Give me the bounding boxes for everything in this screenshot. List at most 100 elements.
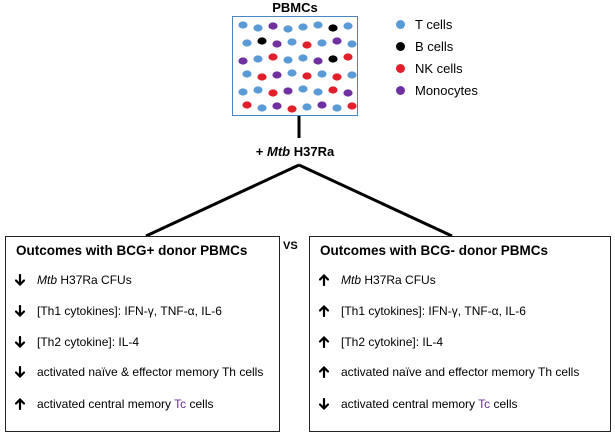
cell-dot [287, 69, 297, 77]
cell-dot [257, 37, 267, 45]
cell-dot [253, 86, 263, 94]
cell-dot [332, 104, 342, 112]
arrow-up-icon [319, 305, 329, 317]
monocyte-dot-icon [396, 85, 405, 95]
cell-scatter [238, 21, 357, 113]
branch-line-left [145, 163, 300, 238]
cell-dot [302, 41, 312, 49]
cell-dot [268, 22, 278, 30]
cell-dot [238, 88, 248, 96]
cell-dot [328, 55, 338, 63]
outcome-text: activated naïve and effector memory Th c… [341, 365, 580, 379]
cell-legend: T cells B cells NK cells Monocytes [396, 13, 478, 101]
arrow-down-icon [15, 274, 25, 286]
legend-item-nk-cells: NK cells [396, 57, 478, 79]
cell-dot [313, 88, 323, 96]
b-cell-dot-icon [396, 41, 405, 51]
arrow-up-icon [319, 274, 329, 286]
pbmc-title: PBMCs [272, 0, 318, 15]
cell-dot [347, 40, 357, 48]
cell-dot [317, 39, 327, 47]
outcome-text: [Th1 cytokines]: IFN-γ, TNF-α, IL-6 [341, 304, 526, 318]
outcome-row: [Th1 cytokines]: IFN-γ, TNF-α, IL-6 [15, 304, 222, 318]
cell-dot [317, 70, 327, 78]
arrow-down-icon [319, 398, 329, 410]
arrow-down-icon [15, 305, 25, 317]
cell-dot [283, 87, 293, 95]
cell-dot [272, 40, 282, 48]
pbmc-cell-box [232, 16, 358, 116]
cell-dot [313, 57, 323, 65]
outcome-text: Mtb H37Ra CFUs [37, 273, 132, 287]
cell-dot [287, 105, 297, 113]
cell-dot [283, 56, 293, 64]
panel-bcg-positive: Outcomes with BCG+ donor PBMCs Mtb H37Ra… [5, 236, 280, 432]
arrow-up-icon [319, 366, 329, 378]
cell-dot [257, 104, 267, 112]
legend-label: NK cells [415, 60, 463, 76]
cell-dot [347, 71, 357, 79]
arrow-down-icon [15, 336, 25, 348]
cell-dot [313, 21, 323, 29]
cell-dot [242, 101, 252, 109]
outcome-text: [Th2 cytokine]: IL-4 [341, 335, 444, 349]
cell-dot [302, 103, 312, 111]
cell-dot [343, 53, 353, 61]
outcome-text: activated naïve & effector memory Th cel… [37, 365, 264, 379]
outcome-text: activated central memory Tc cells [37, 397, 214, 411]
cell-dot [283, 25, 293, 33]
outcome-row: activated central memory Tc cells [319, 397, 518, 411]
panel-title: Outcomes with BCG+ donor PBMCs [16, 243, 248, 258]
cell-dot [347, 102, 357, 110]
cell-dot [238, 21, 248, 29]
cell-dot [287, 38, 297, 46]
panel-bcg-negative: Outcomes with BCG- donor PBMCs Mtb H37Ra… [309, 236, 611, 432]
cell-dot [242, 70, 252, 78]
branch-line-right [298, 163, 453, 238]
outcome-row: [Th2 cytokine]: IL-4 [319, 335, 443, 349]
outcome-row: Mtb H37Ra CFUs [15, 273, 132, 287]
outcome-row: activated naïve and effector memory Th c… [319, 365, 579, 379]
nk-cell-dot-icon [396, 63, 405, 73]
cell-dot [343, 89, 353, 97]
legend-label: T cells [415, 16, 453, 32]
t-cell-dot-icon [396, 19, 405, 29]
arrow-up-icon [319, 336, 329, 348]
outcome-text: [Th1 cytokines]: IFN-γ, TNF-α, IL-6 [37, 304, 222, 318]
cell-dot [257, 73, 267, 81]
panel-title: Outcomes with BCG- donor PBMCs [320, 243, 549, 258]
cell-dot [253, 24, 263, 32]
cell-dot [317, 101, 327, 109]
outcome-row: [Th1 cytokines]: IFN-γ, TNF-α, IL-6 [319, 304, 526, 318]
outcome-text: [Th2 cytokine]: IL-4 [37, 335, 140, 349]
cell-dot [343, 22, 353, 30]
cell-dot [268, 53, 278, 61]
cell-dot [332, 73, 342, 81]
legend-item-b-cells: B cells [396, 35, 478, 57]
outcome-text: activated central memory Tc cells [341, 397, 518, 411]
cell-dot [332, 37, 342, 45]
legend-item-monocytes: Monocytes [396, 79, 478, 101]
outcome-row: Mtb H37Ra CFUs [319, 273, 436, 287]
cell-dot [298, 23, 308, 31]
cell-dot [328, 86, 338, 94]
cell-dot [242, 39, 252, 47]
outcome-row: activated naïve & effector memory Th cel… [15, 365, 263, 379]
cell-dot [268, 89, 278, 97]
cell-dot [272, 102, 282, 110]
cell-dot [328, 24, 338, 32]
cell-dot [253, 55, 263, 63]
outcome-row: activated central memory Tc cells [15, 397, 214, 411]
arrow-up-icon [15, 398, 25, 410]
outcome-row: [Th2 cytokine]: IL-4 [15, 335, 139, 349]
legend-label: Monocytes [415, 82, 478, 98]
cell-dot [238, 57, 248, 65]
cell-dot [298, 85, 308, 93]
cell-dot [298, 54, 308, 62]
legend-label: B cells [415, 38, 454, 54]
arrow-down-icon [15, 366, 25, 378]
cell-dot [272, 71, 282, 79]
outcome-text: Mtb H37Ra CFUs [341, 273, 436, 287]
vs-label: VS [283, 240, 298, 252]
